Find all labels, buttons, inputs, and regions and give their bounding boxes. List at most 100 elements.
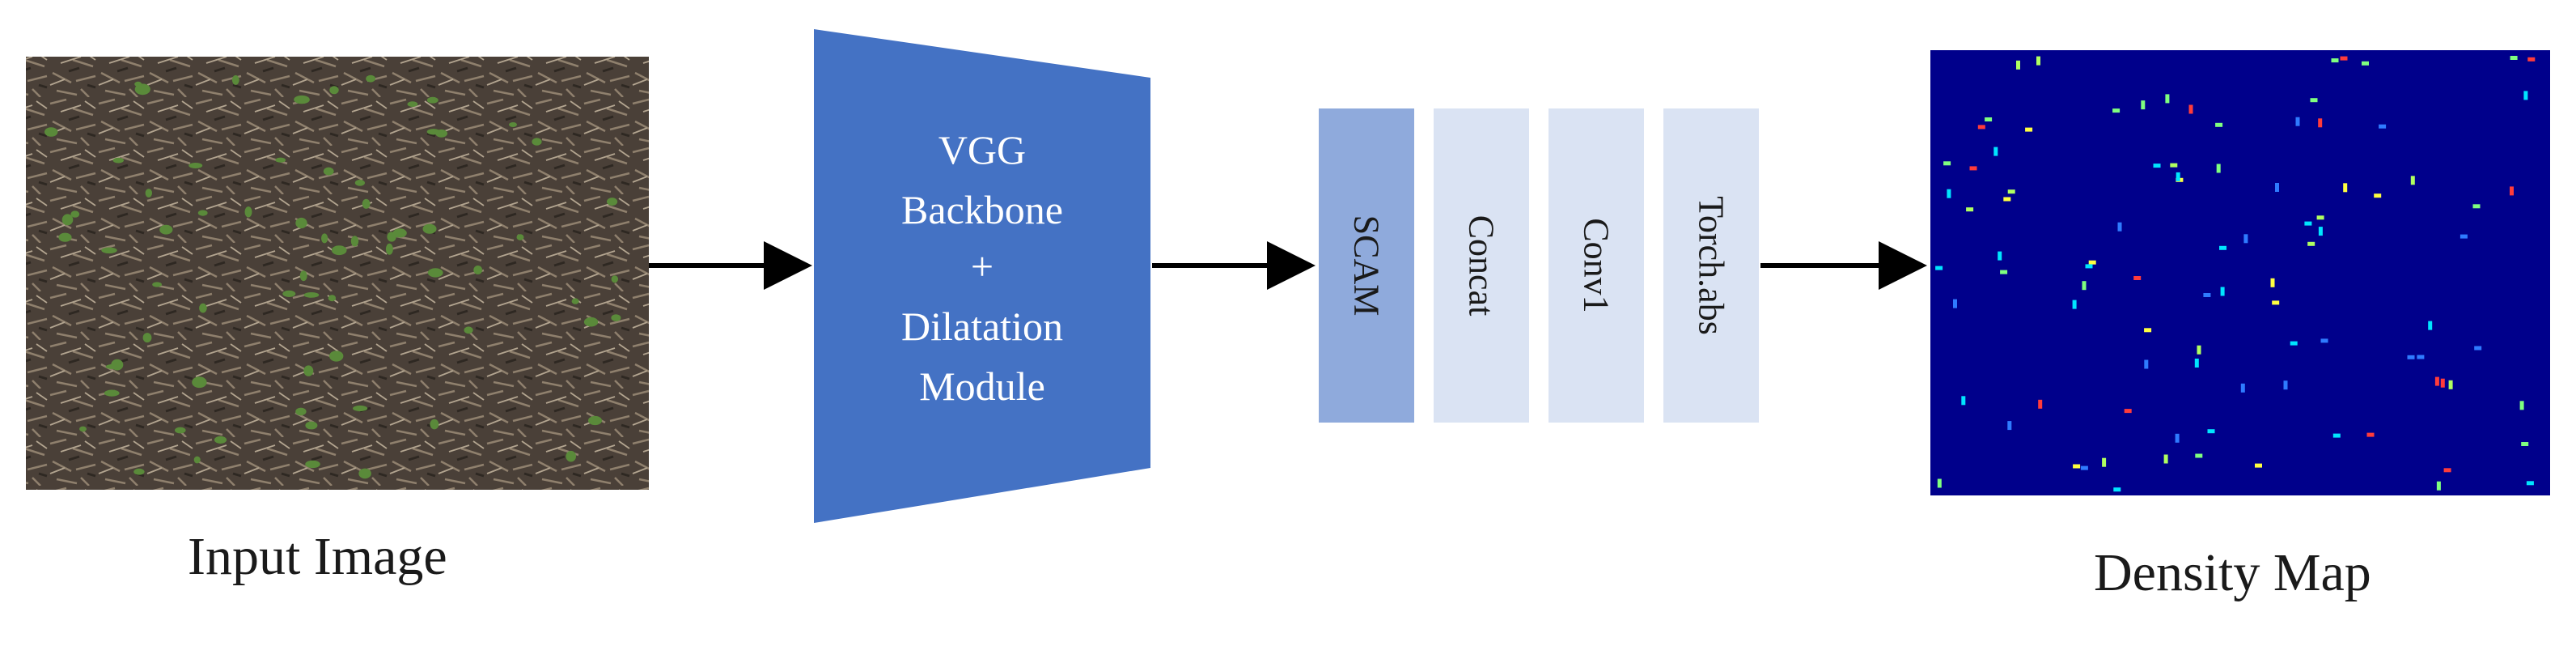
- density-point: [2436, 481, 2441, 491]
- seedling: [583, 317, 599, 327]
- seedling: [295, 217, 307, 229]
- density-point: [2025, 127, 2033, 132]
- density-point: [2072, 300, 2077, 309]
- seedling: [611, 314, 621, 321]
- seedling: [516, 234, 524, 240]
- seedling: [295, 407, 307, 416]
- seedling: [294, 95, 310, 104]
- density-point: [2255, 463, 2262, 468]
- density-point: [2195, 453, 2203, 458]
- scam-label: SCAM: [1347, 215, 1387, 317]
- seedling: [303, 365, 314, 376]
- concat-module: Concat: [1434, 108, 1529, 423]
- density-point: [2073, 464, 2081, 469]
- seedling: [111, 359, 124, 371]
- density-point: [2521, 442, 2529, 446]
- density-point: [2141, 100, 2146, 110]
- conv1-label: Conv1: [1577, 218, 1616, 312]
- density-point: [2295, 117, 2300, 126]
- density-point: [2007, 421, 2012, 431]
- density-point: [2526, 481, 2534, 486]
- density-point: [2318, 118, 2323, 128]
- density-point: [2165, 94, 2170, 104]
- density-points: [1935, 56, 2536, 492]
- density-point: [2523, 91, 2528, 100]
- seedling: [329, 351, 344, 362]
- input-image: [26, 57, 649, 490]
- density-point: [2038, 399, 2043, 409]
- density-point: [2203, 293, 2211, 297]
- input-image-caption: Input Image: [188, 527, 447, 586]
- seedling: [299, 270, 307, 282]
- density-point: [2220, 287, 2225, 296]
- density-point: [2374, 193, 2382, 198]
- density-point: [2272, 300, 2280, 305]
- seedling: [422, 223, 437, 234]
- concat-label: Concat: [1462, 215, 1502, 317]
- seedling: [101, 247, 117, 254]
- density-point: [2332, 433, 2341, 438]
- seedling: [392, 228, 407, 238]
- density-point: [2102, 457, 2107, 467]
- seedling: [112, 157, 124, 164]
- seedling: [407, 101, 418, 107]
- seedling: [231, 74, 239, 85]
- torch-abs-module: Torch.abs: [1663, 108, 1759, 423]
- seedling: [305, 460, 320, 469]
- density-point: [2316, 215, 2324, 220]
- seedling: [303, 292, 320, 298]
- density-point: [2088, 260, 2096, 265]
- seedling: [464, 326, 473, 334]
- conv1-module: Conv1: [1549, 108, 1644, 423]
- density-point: [1977, 125, 1985, 130]
- density-point: [2366, 432, 2375, 437]
- density-point: [2133, 276, 2142, 280]
- seedling: [328, 295, 337, 302]
- density-point: [2036, 56, 2040, 66]
- seedling: [305, 421, 318, 430]
- density-point: [2243, 234, 2248, 244]
- density-point: [2304, 221, 2312, 226]
- backbone-label-line: VGG: [938, 127, 1026, 172]
- seedling: [532, 138, 542, 146]
- seedling: [353, 405, 368, 412]
- density-point: [2176, 172, 2180, 181]
- density-point: [2307, 241, 2315, 246]
- density-point: [2197, 345, 2201, 355]
- density-map-caption: Density Map: [2094, 543, 2371, 602]
- seedling: [473, 266, 483, 274]
- density-point: [2007, 189, 2015, 194]
- seedling: [430, 419, 439, 430]
- density-point: [1943, 161, 1951, 166]
- seedling: [323, 167, 334, 176]
- density-point: [2510, 186, 2514, 196]
- density-point: [2410, 176, 2415, 185]
- seedling: [134, 81, 142, 87]
- seedlings: [44, 74, 621, 479]
- density-point: [2216, 164, 2221, 173]
- density-point: [2474, 346, 2482, 351]
- seedling: [142, 333, 152, 343]
- density-point: [1993, 147, 1998, 156]
- seedling: [199, 303, 207, 313]
- density-point: [1937, 478, 1942, 488]
- density-point: [2417, 355, 2425, 359]
- seedling: [175, 427, 186, 434]
- seedling: [509, 122, 517, 127]
- seedling: [588, 415, 602, 426]
- seedling: [426, 129, 440, 135]
- density-point: [2443, 468, 2451, 473]
- density-point: [2144, 359, 2149, 369]
- density-point: [2510, 56, 2518, 60]
- seedling: [611, 275, 618, 283]
- density-point: [2240, 383, 2245, 393]
- density-point: [2340, 56, 2348, 61]
- density-point: [2290, 341, 2298, 346]
- density-point: [1961, 396, 1966, 406]
- seedling: [189, 163, 203, 168]
- seedling: [566, 450, 576, 462]
- density-point: [2407, 355, 2415, 359]
- seedling: [385, 243, 393, 255]
- density-point: [2003, 197, 2011, 202]
